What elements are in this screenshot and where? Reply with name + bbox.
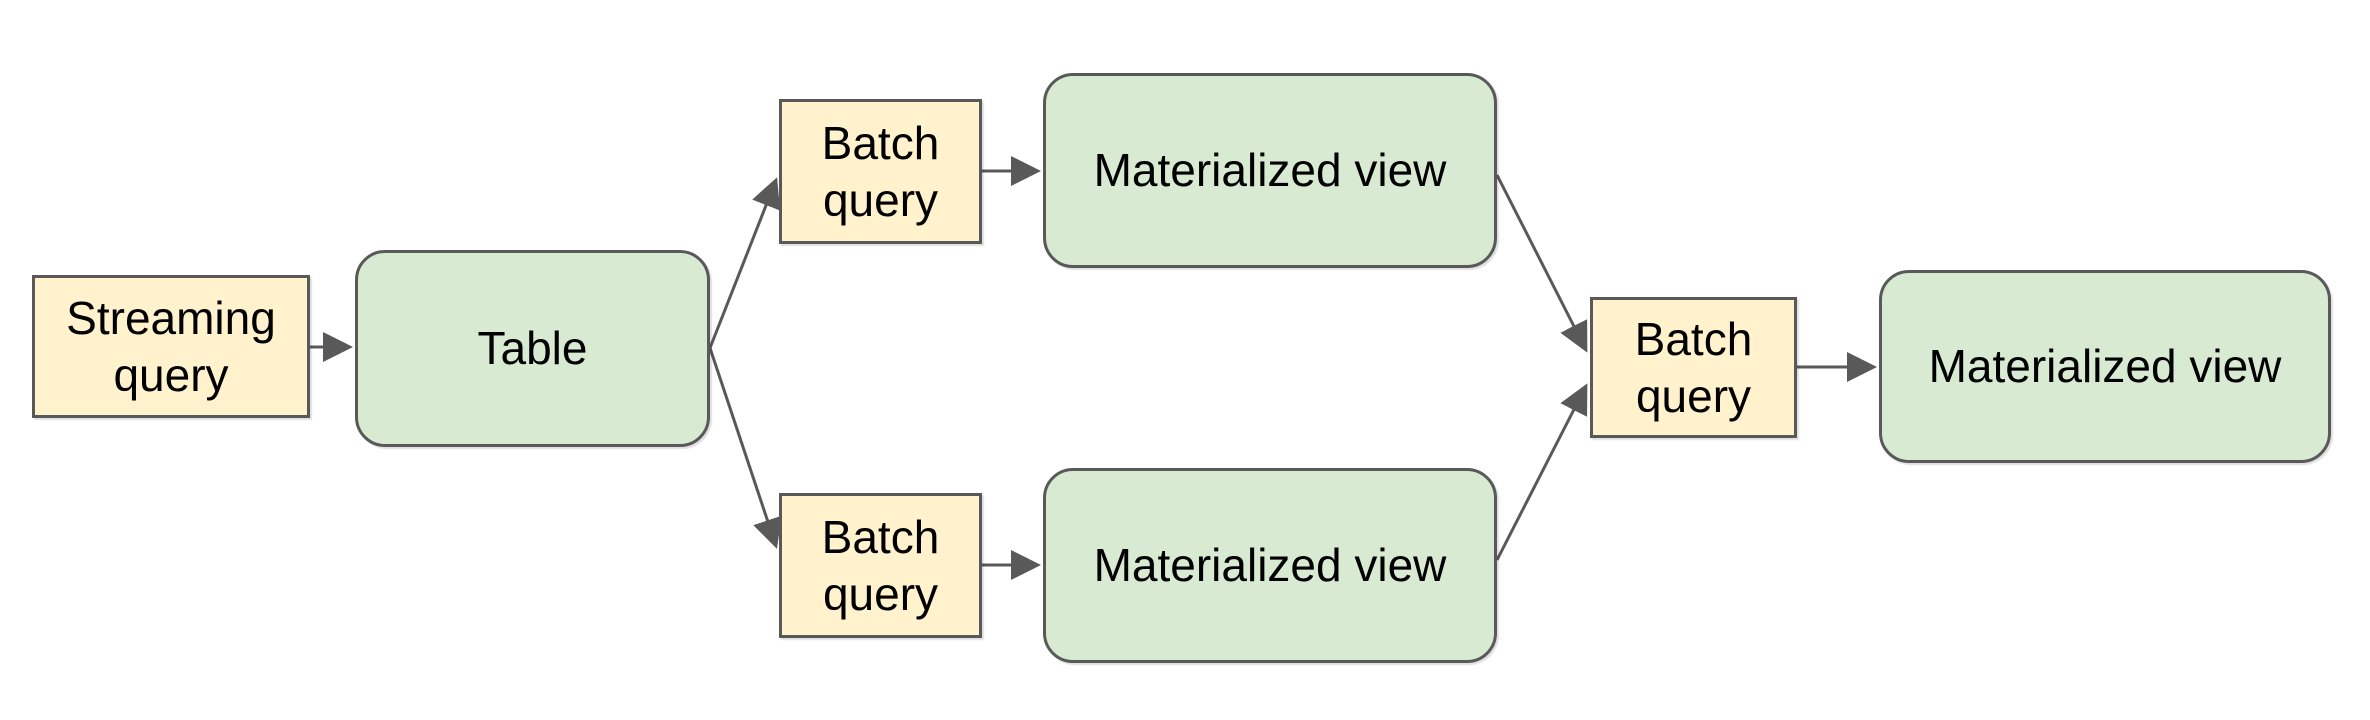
- edge-table-to-batch-query-top-arrow: [708, 177, 781, 349]
- node-materialized-view-bottom: Materialized view: [1043, 468, 1497, 663]
- node-batch-query-bottom: Batch query: [779, 493, 982, 638]
- edge-mv-top-to-batch-query-right-arrow: [1495, 174, 1588, 353]
- node-batch-query-right: Batch query: [1590, 297, 1797, 438]
- node-materialized-view-right: Materialized view: [1879, 270, 2331, 463]
- node-table: Table: [355, 250, 710, 447]
- node-materialized-view-top: Materialized view: [1043, 73, 1497, 268]
- edge-mv-bottom-to-batch-query-right-arrow: [1495, 383, 1588, 561]
- edge-table-to-batch-query-bottom-arrow: [708, 347, 782, 549]
- node-streaming-query: Streaming query: [32, 275, 310, 418]
- node-batch-query-top: Batch query: [779, 99, 982, 244]
